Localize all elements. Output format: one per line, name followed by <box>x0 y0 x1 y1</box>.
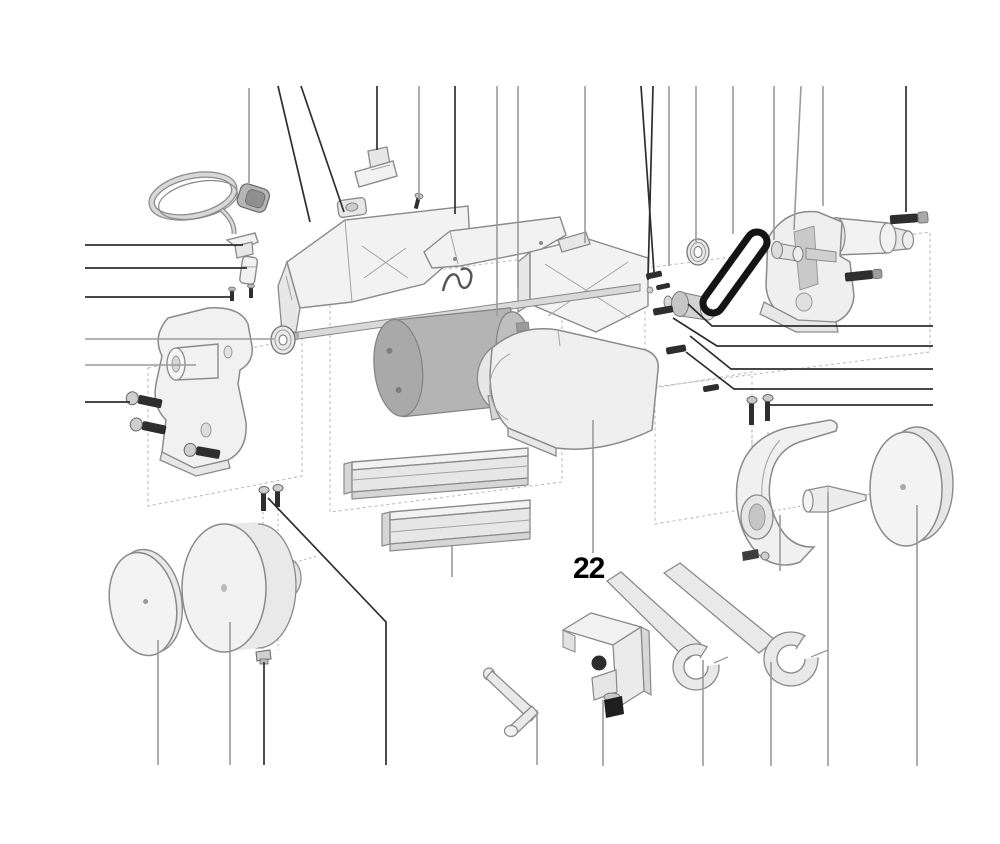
leader-lines <box>85 85 933 766</box>
spindle-spacers <box>771 241 837 263</box>
left-stand <box>154 307 253 477</box>
cone-arbor <box>802 485 867 513</box>
drum-mount-screws <box>258 484 284 511</box>
part-number-label: 22 <box>573 552 605 585</box>
open-end-wrench-large <box>662 562 837 687</box>
base-rails <box>343 447 531 552</box>
belt-housing-cover <box>489 328 659 457</box>
top-cover-plate <box>423 216 567 269</box>
black-studs <box>652 305 720 393</box>
polishing-disc <box>869 426 954 547</box>
buffing-disc <box>108 548 183 657</box>
open-end-wrench-small <box>605 571 737 691</box>
left-stand-bolts <box>125 391 221 459</box>
power-plug <box>236 183 271 213</box>
guard-nuts <box>742 549 770 561</box>
strain-relief-sleeve <box>239 255 259 285</box>
right-stand-bolts <box>844 211 929 282</box>
mounting-clamp <box>561 612 652 718</box>
wheel-guard <box>735 419 838 566</box>
wire-spring-clip <box>441 267 473 292</box>
clamp-screws <box>228 283 255 301</box>
polishing-drum <box>181 522 302 653</box>
right-stand <box>759 210 915 333</box>
drive-belt <box>699 228 771 317</box>
switch-bracket <box>354 146 398 188</box>
hex-nut <box>336 197 368 219</box>
bearing-washer <box>270 325 296 355</box>
hex-key <box>482 667 539 738</box>
small-fasteners <box>645 270 671 294</box>
guard-mount-screws <box>746 394 774 425</box>
washer <box>686 238 710 266</box>
power-cord-coil <box>148 171 238 235</box>
